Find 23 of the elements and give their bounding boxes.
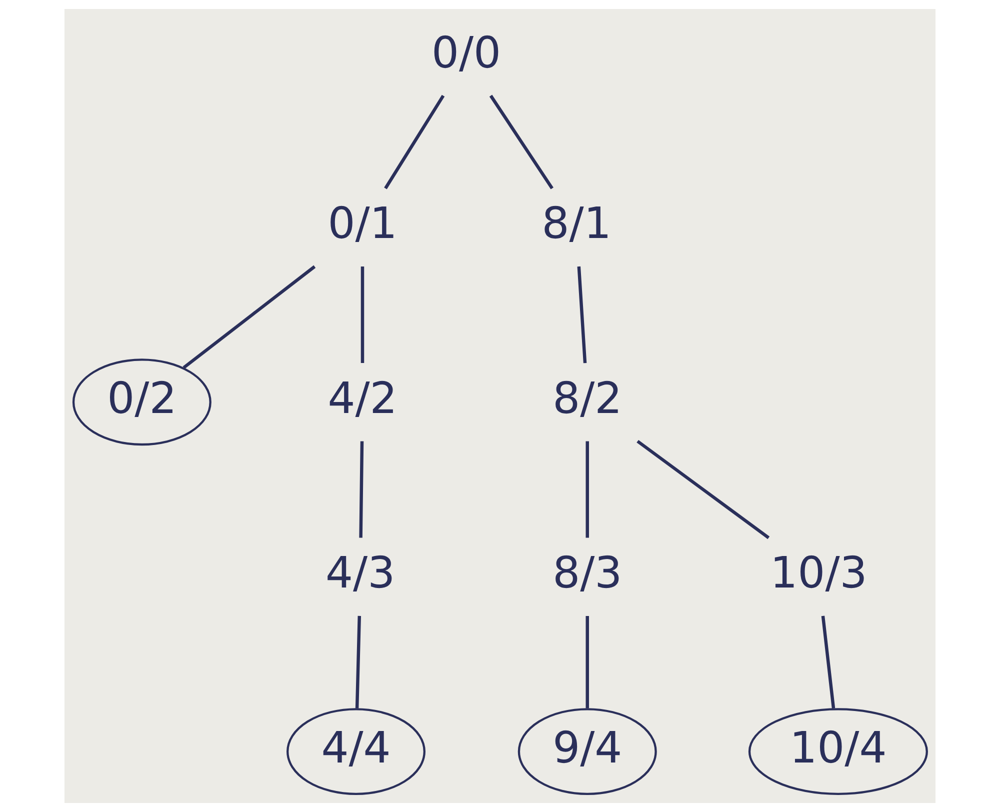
node-text: 4/3 <box>326 548 396 598</box>
node-ellipse: 4/4 <box>286 708 426 794</box>
connector <box>489 94 554 189</box>
connector <box>586 615 589 708</box>
node-text: 8/2 <box>552 373 622 424</box>
node-text: 8/1 <box>542 198 612 249</box>
connector <box>182 264 316 368</box>
connector <box>360 266 364 363</box>
node-ellipse: 9/4 <box>518 708 657 794</box>
node-text: 4/2 <box>328 373 398 424</box>
connector <box>636 439 770 539</box>
node-ellipse: 0/2 <box>72 358 212 446</box>
node-text: 0/1 <box>328 198 398 249</box>
connector <box>384 94 445 189</box>
connector <box>821 615 836 708</box>
connector <box>577 266 587 363</box>
node-ellipse: 10/4 <box>748 708 928 794</box>
connector <box>359 440 364 538</box>
connector <box>586 440 589 538</box>
node-text: 0/0 <box>431 28 502 78</box>
node-text: 10/3 <box>770 548 868 598</box>
node-text: 8/3 <box>552 548 622 598</box>
connector <box>355 615 362 708</box>
